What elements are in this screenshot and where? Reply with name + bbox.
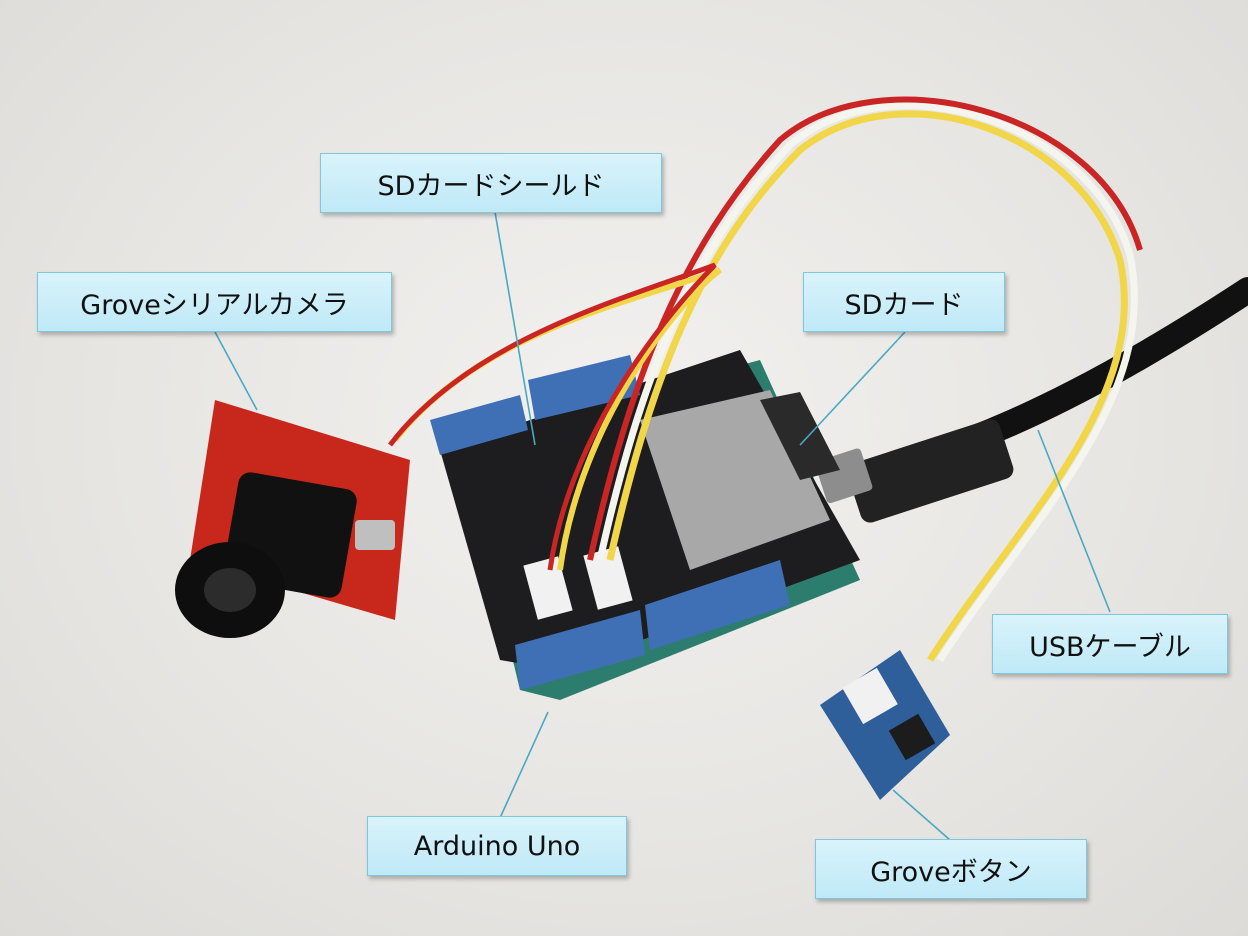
callout-arduino-uno: Arduino Uno	[367, 816, 627, 876]
header-top-left	[430, 395, 528, 455]
sd-card	[760, 392, 840, 480]
callout-grove-serial-camera: Groveシリアルカメラ	[37, 272, 392, 332]
callout-usb-cable: USBケーブル	[992, 614, 1228, 674]
usb-plug	[847, 419, 1014, 523]
leader-usb-cable	[1037, 429, 1111, 613]
grove-button-switch	[888, 713, 936, 761]
camera-crystal	[355, 520, 395, 550]
leader-arduino	[499, 711, 549, 819]
header-bottom-left	[515, 610, 645, 690]
callout-sd-card-shield: SDカードシールド	[320, 153, 662, 213]
grove-wire-red	[587, 96, 1143, 561]
header-top-right	[528, 355, 640, 420]
leader-camera	[214, 331, 258, 411]
grove-button-connector	[842, 667, 898, 725]
callout-sd-card: SDカード	[803, 272, 1005, 332]
header-bottom-right	[645, 560, 790, 650]
camera-lens-glass	[204, 568, 256, 612]
leader-sd-card	[799, 331, 906, 446]
leader-button	[892, 789, 951, 841]
grove-connector-2	[583, 546, 633, 610]
grove-connector-1	[523, 556, 573, 620]
callout-grove-button: Groveボタン	[815, 839, 1087, 899]
grove-wire-camera-red	[388, 262, 717, 571]
leader-sd-shield	[494, 211, 536, 446]
grove-wire-yellow	[606, 110, 1128, 662]
